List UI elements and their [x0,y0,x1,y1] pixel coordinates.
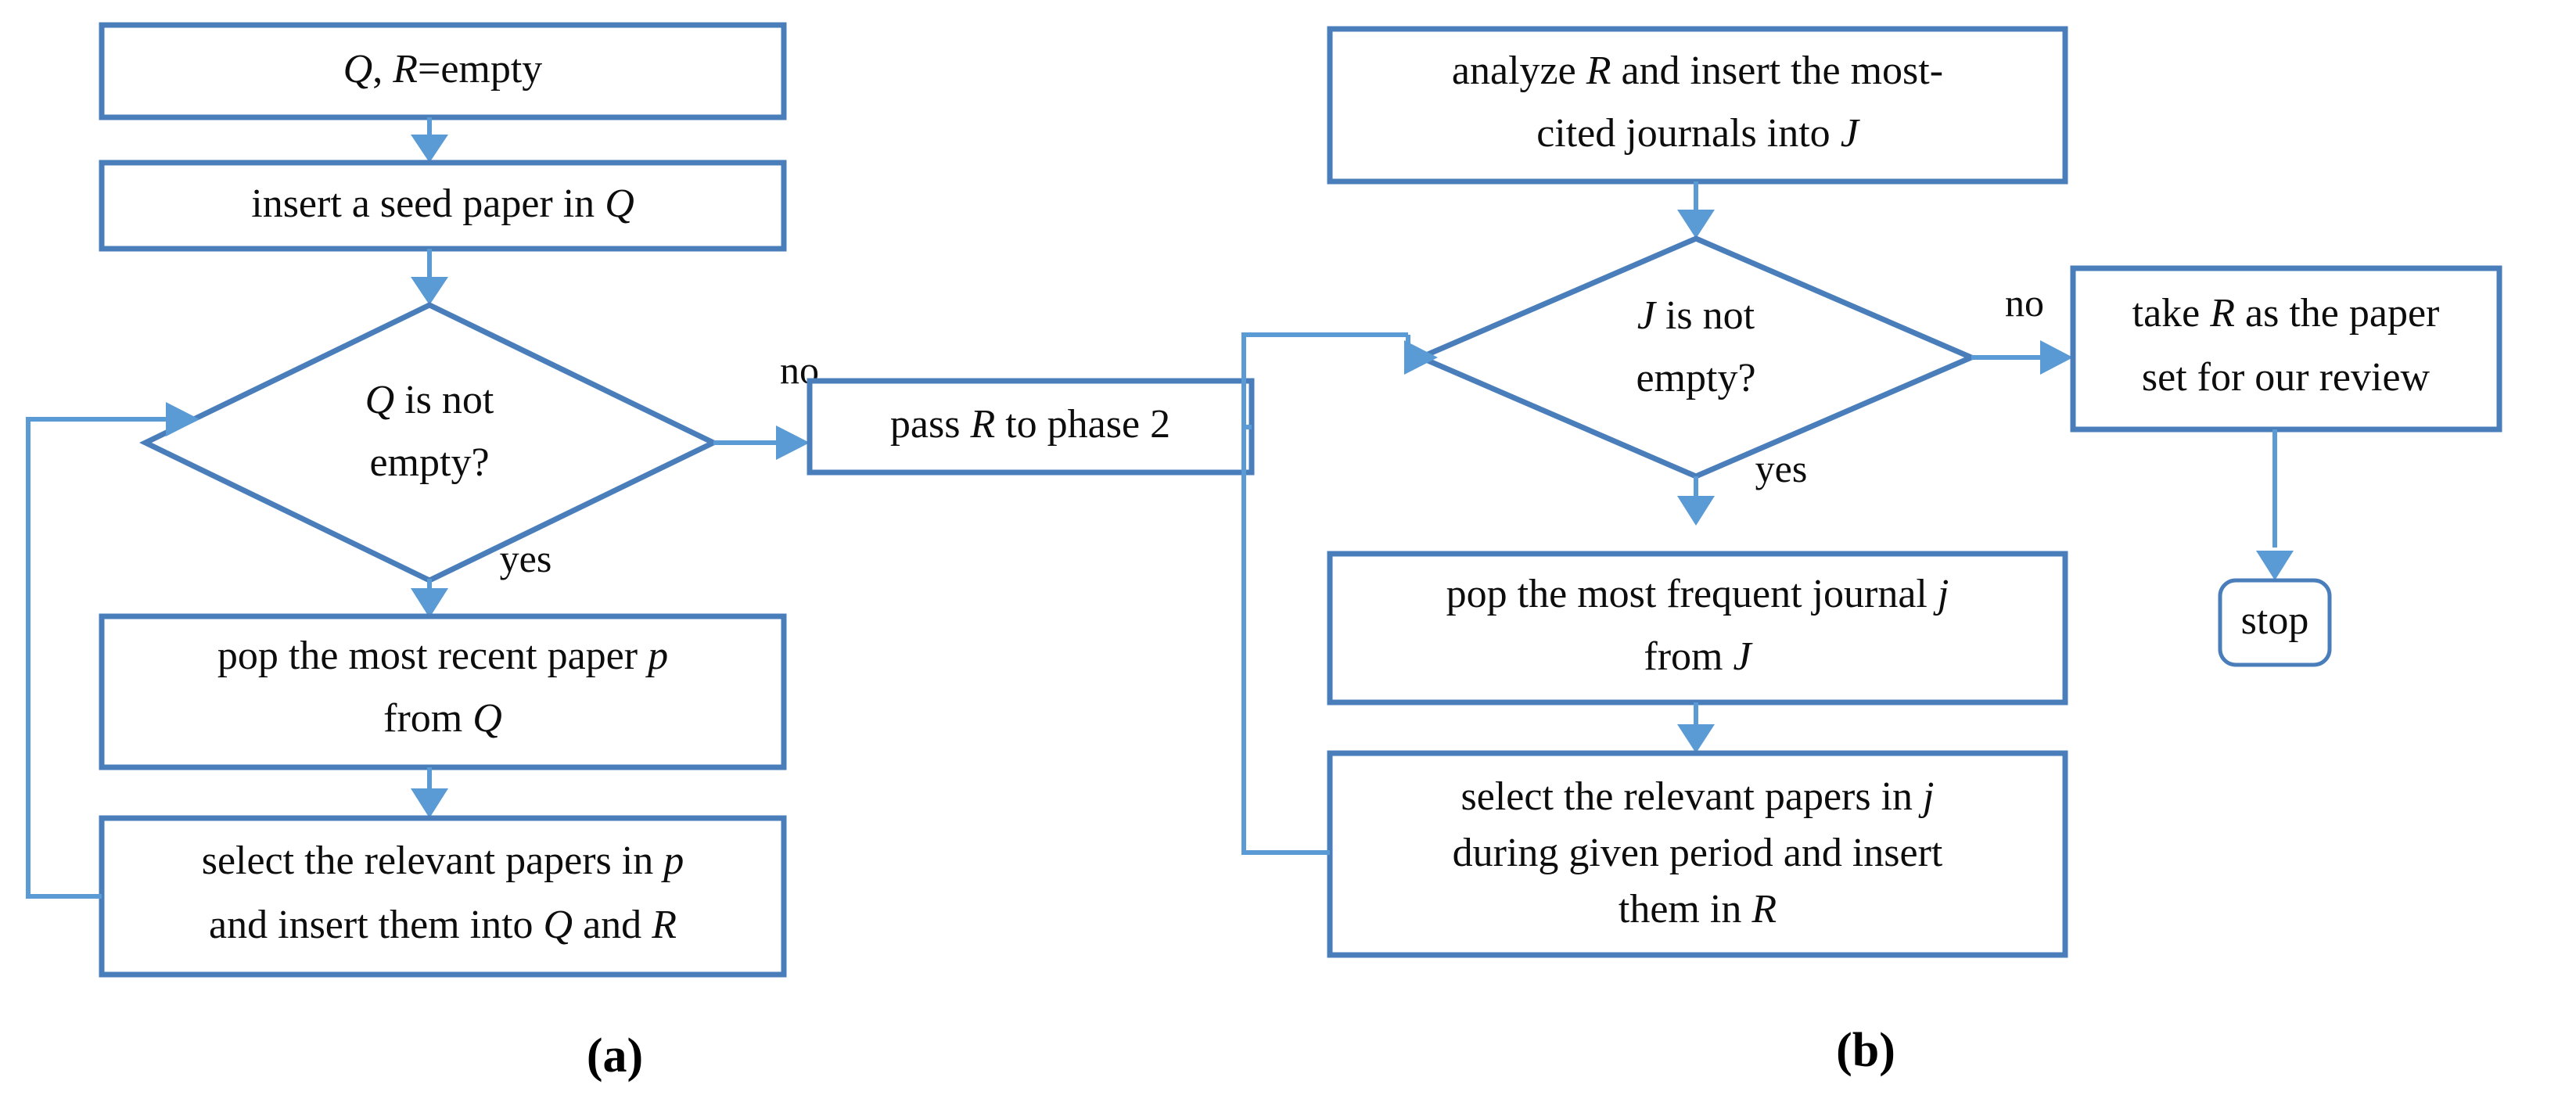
arrowhead-icon [411,788,448,818]
arrowhead-icon [2256,551,2294,580]
node-a6-box [807,378,1255,476]
arrowhead-icon [411,277,448,305]
node-b3-label-line2: from J [1644,634,1753,679]
edge-b5-to-b6 [2256,429,2294,580]
node-b4-label-line3: them in R [1619,887,1777,932]
node-a2-insert-seed-paper[interactable]: insert a seed paper in Q [99,160,787,252]
arrowhead-icon [166,402,199,436]
node-a6-pass-r-to-phase2[interactable]: pass R to phase 2 [807,378,1255,476]
node-a3-label-line1: Q is not [365,378,494,422]
node-b4-label-line2: during given period and insert [1453,831,1943,875]
panel-b-caption: (b) [1836,1024,1895,1077]
node-b6-box [2218,578,2332,667]
node-a4-box [99,613,787,770]
node-b5-box [2070,265,2502,433]
edge-b2-to-b3 [1677,476,1715,526]
edge-b2-to-b5 [1971,340,2073,375]
edge-a2-to-a3 [411,249,448,305]
node-a4-label-line2: from Q [383,696,502,741]
node-b4-label-line1: select the relevant papers in j [1461,774,1935,819]
node-b5-take-r-paper-set[interactable]: take R as the paper set for our review [2070,265,2502,433]
node-a3-decision-q-not-empty[interactable]: Q is not empty? [138,302,720,583]
node-b4-select-relevant-papers-journal[interactable]: select the relevant papers in j during g… [1327,750,2068,958]
node-b6-stop[interactable]: stop [2218,578,2332,667]
edge-a3-to-a4 [411,579,448,618]
node-b3-box [1327,551,2068,705]
node-b2-decision-j-not-empty[interactable]: J is not empty? [1414,235,1978,479]
edge-label-a-yes: yes [500,537,552,580]
node-b5-label-line1: take R as the paper [2132,291,2440,336]
node-b2-label-line1: J is not [1637,293,1755,338]
node-a4-pop-recent-paper[interactable]: pop the most recent paper p from Q [99,613,787,770]
node-a1-label: Q, R=empty [343,47,543,92]
edge-b4-feedback-to-b2 [1241,332,1438,855]
edge-a5-feedback-to-a3 [26,402,199,899]
arrowhead-icon [1677,496,1715,526]
node-b1-analyze-r[interactable]: analyze R and insert the most- cited jou… [1327,26,2068,185]
arrowhead-icon [1677,210,1715,239]
arrowhead-icon [411,135,448,163]
edge-a4-to-a5 [411,767,448,818]
node-a1-q-r-empty[interactable]: Q, R=empty [99,22,787,120]
edge-label-b-no: no [2005,281,2044,325]
edge-label-b-yes: yes [1755,447,1808,490]
node-b5-label-line2: set for our review [2142,355,2430,400]
node-b1-label-line1: analyze R and insert the most- [1452,48,1943,93]
node-a3-label-line2: empty? [369,440,489,485]
node-a4-label-line1: pop the most recent paper p [217,634,668,678]
node-b6-label: stop [2241,598,2309,643]
node-a1-box [99,22,787,120]
node-a5-label-line2: and insert them into Q and R [209,903,677,947]
node-b3-label-line1: pop the most frequent journal j [1446,572,1949,616]
panel-a-caption: (a) [587,1029,643,1082]
arrowhead-icon [2040,340,2073,375]
node-b1-label-line2: cited journals into J [1536,111,1860,156]
node-b3-pop-frequent-journal[interactable]: pop the most frequent journal j from J [1327,551,2068,705]
edge-a3-to-a6 [713,425,810,460]
node-a6-label: pass R to phase 2 [890,402,1170,447]
node-a5-select-relevant-papers[interactable]: select the relevant papers in p and inse… [99,815,787,978]
edge-b3-to-b4 [1677,702,1715,753]
node-b4-box [1327,750,2068,958]
node-a5-label-line1: select the relevant papers in p [202,838,684,883]
edge-b1-to-b2 [1677,181,1715,239]
node-a2-box [99,160,787,252]
edge-a1-to-a2 [411,117,448,163]
node-b2-label-line2: empty? [1636,356,1755,400]
arrowhead-icon [411,588,448,618]
arrowhead-icon [1677,724,1715,753]
arrowhead-icon [776,425,810,460]
node-a2-label: insert a seed paper in Q [251,181,634,226]
